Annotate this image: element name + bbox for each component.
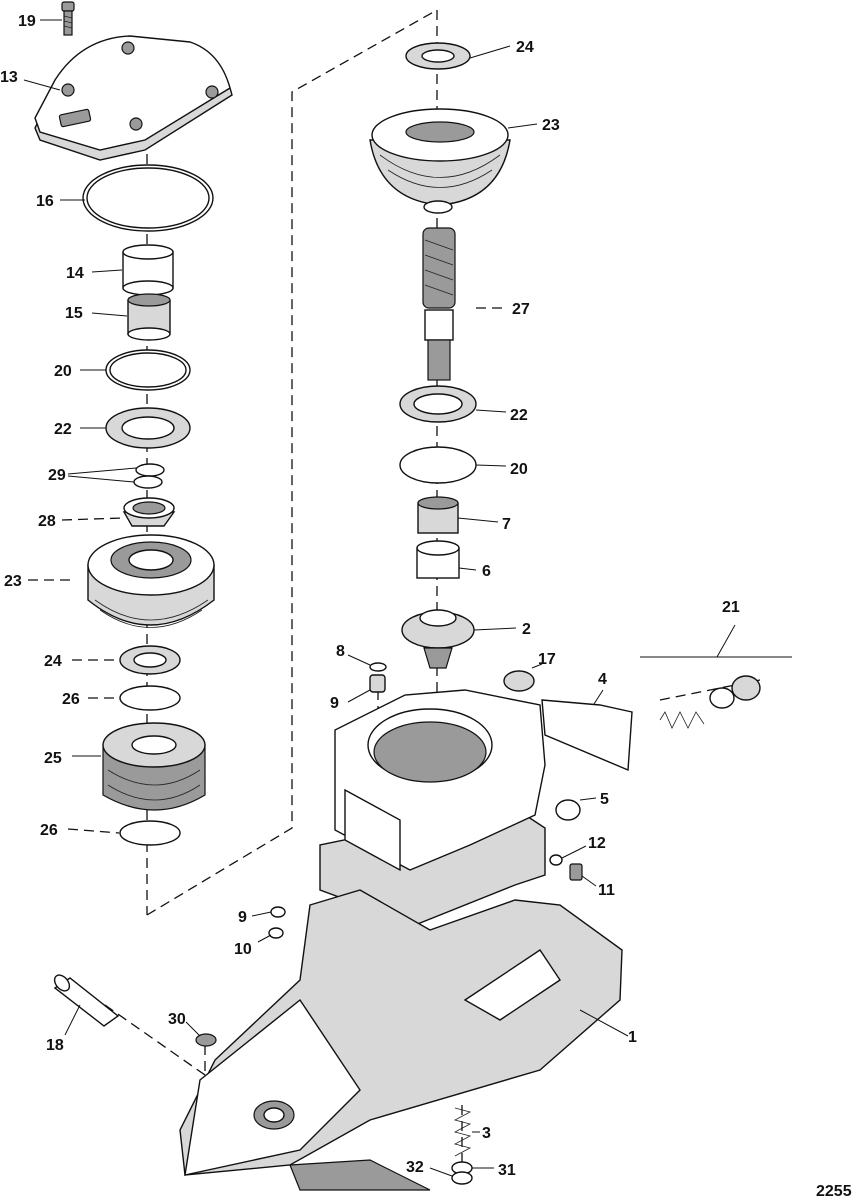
plug-part-30	[195, 1033, 217, 1047]
label-24-left: 24	[44, 653, 62, 670]
label-16: 16	[36, 193, 54, 210]
thrust-bearing-part-22-left	[105, 407, 191, 449]
bearing-part-15	[127, 293, 171, 341]
right-parts-stack	[369, 42, 511, 669]
label-27: 27	[512, 301, 530, 318]
label-26-upper: 26	[62, 691, 80, 708]
label-2: 2	[522, 621, 531, 638]
leader-lines	[23, 19, 792, 1177]
label-26-lower: 26	[40, 822, 58, 839]
label-19: 19	[18, 13, 36, 30]
gear-part-23-right	[369, 108, 511, 206]
label-24-right: 24	[516, 39, 534, 56]
washer-part-12	[549, 854, 563, 866]
label-13: 13	[0, 69, 18, 86]
label-14: 14	[66, 265, 84, 282]
ring-part-8	[369, 662, 387, 672]
seal-part-5	[555, 799, 581, 821]
cover-plate-part-13	[34, 35, 233, 161]
label-11: 11	[598, 882, 615, 899]
retainer-part-2	[401, 609, 475, 669]
gear-housing-part-1	[179, 689, 623, 1191]
label-8: 8	[336, 643, 345, 660]
spring-assembly-part-21	[659, 675, 761, 729]
ring-part-26-lower	[119, 820, 181, 846]
figure-number: 2255	[816, 1183, 852, 1200]
sleeve-part-6	[416, 540, 460, 579]
label-3: 3	[482, 1125, 491, 1142]
label-22-right: 22	[510, 407, 528, 424]
small-parts	[53, 662, 761, 1185]
label-22-left: 22	[54, 421, 72, 438]
label-6: 6	[482, 563, 491, 580]
label-23-left: 23	[4, 573, 22, 590]
label-1: 1	[628, 1029, 637, 1046]
label-15: 15	[65, 305, 83, 322]
label-21: 21	[722, 599, 740, 616]
pin-part-18	[53, 974, 120, 1027]
label-20-left: 20	[54, 363, 72, 380]
pin-part-10	[268, 927, 284, 939]
label-32: 32	[406, 1159, 424, 1176]
label-23-right: 23	[542, 117, 560, 134]
label-5: 5	[600, 791, 609, 808]
thrust-bearing-part-22-right	[399, 385, 477, 423]
label-7: 7	[502, 516, 511, 533]
label-29: 29	[48, 467, 66, 484]
screw-part-11	[569, 863, 583, 881]
label-28: 28	[38, 513, 56, 530]
screw-part-19	[61, 1, 75, 36]
label-30: 30	[168, 1011, 186, 1028]
label-12: 12	[588, 835, 606, 852]
gear-part-23-left	[87, 534, 215, 628]
bearing-part-7	[417, 496, 459, 534]
gasket-part-4	[541, 699, 633, 772]
left-parts-stack	[34, 1, 233, 846]
label-17: 17	[538, 651, 556, 668]
shim-part-20-right	[399, 446, 477, 484]
cup-part-28	[122, 497, 176, 527]
label-9-upper: 9	[330, 695, 339, 712]
label-10: 10	[234, 941, 252, 958]
label-9-lower: 9	[238, 909, 247, 926]
label-20-right: 20	[510, 461, 528, 478]
label-18: 18	[46, 1037, 64, 1054]
callout-labels: 19 13 16 14 15 20 22 29 28 23 24 26 25 2…	[0, 13, 852, 1200]
spring-part-3	[453, 1107, 472, 1157]
pin-part-9-lower	[270, 906, 286, 918]
pinion-shaft-part-27	[422, 227, 456, 381]
label-31: 31	[498, 1162, 516, 1179]
sleeve-part-14	[122, 244, 174, 296]
clutch-part-25	[102, 722, 206, 811]
label-25: 25	[44, 750, 62, 767]
label-4: 4	[598, 671, 607, 688]
ring-part-26-upper	[119, 685, 181, 711]
washer-part-32	[451, 1171, 473, 1185]
pin-part-9-upper	[369, 674, 386, 693]
plug-part-17	[503, 670, 535, 692]
clip-part-29	[135, 463, 165, 477]
